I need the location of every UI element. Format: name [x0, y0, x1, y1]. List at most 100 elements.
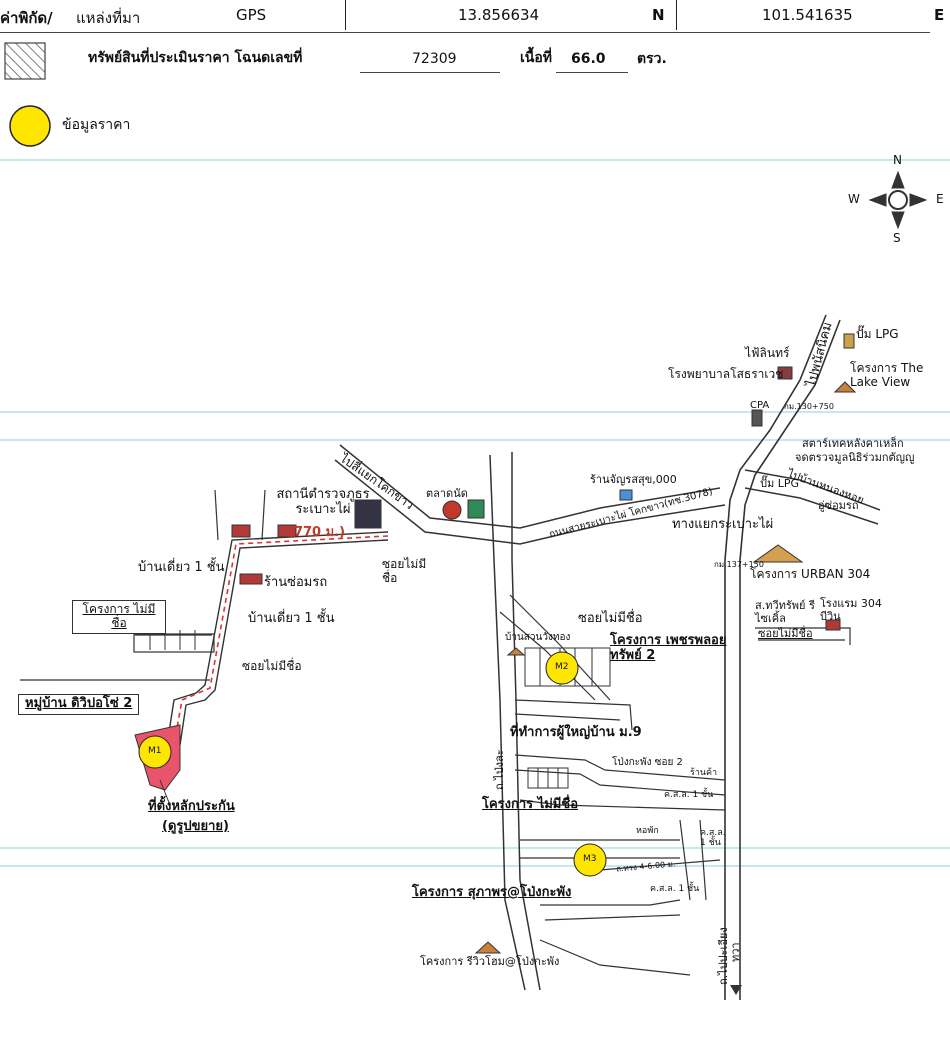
source-label: แหล่งที่มา	[76, 9, 141, 27]
village-label: หมู่บ้าน ดิวิปอโซ่ 2	[18, 694, 140, 715]
soi-unnamed-4-label: ซอยไม่มีชื่อ	[578, 611, 643, 626]
garden-house-label: บ้านสวนวังทอง	[505, 632, 571, 643]
building-icon	[277, 524, 297, 538]
soi-unnamed-3-label: ซอยไม่มีชื่อ	[758, 627, 813, 640]
compass-e: E	[936, 192, 944, 206]
house-1a-label: บ้านเดี่ยว 1 ชั้น	[138, 560, 225, 575]
center-project-grid	[527, 767, 569, 789]
hospital-label: โรงพยาบาลโสธราเวช	[668, 367, 784, 381]
area-value: 66.0	[571, 51, 606, 67]
steel-shop-label: สตาร์เทคหลังคาเหล็ก	[802, 437, 904, 450]
compass-s: S	[893, 231, 901, 245]
soi-unnamed-1-label: ซอยไม่มีชื่อ	[382, 557, 427, 585]
building-icon	[231, 524, 251, 538]
south-arrow-icon	[730, 985, 742, 995]
junction-label: ทางแยกระเบาะไผ่	[672, 517, 774, 532]
car-repair-east-label: อู่ซ่อมรถ	[818, 499, 859, 512]
distance-label: (770 ม.)	[288, 525, 346, 540]
highway-304	[724, 314, 841, 1000]
shop-100-label: ร้านจัญรสสุข,000	[590, 473, 677, 486]
cpa-label: CPA	[750, 400, 770, 411]
area-unit: ตรว.	[637, 51, 667, 67]
km-137-label: กม.137+150	[714, 560, 764, 569]
project-unnamed-center-label: โครงการ ไม่มีชื่อ	[482, 797, 578, 812]
dorm-label: หอพัก	[636, 826, 659, 836]
project-pet-label: โครงการ เพชรพลอยทรัพย์ 2	[610, 633, 727, 663]
car-icon	[239, 573, 263, 585]
header-divider	[676, 0, 677, 30]
longitude-value: 101.541635	[762, 6, 853, 24]
ks-1-label: ค.ส.ล. 1 ชั้น	[664, 790, 714, 800]
zoom-label: (ดูรูปขยาย)	[162, 819, 229, 834]
village-head-label: ที่ทำการผู้ใหญ่บ้าน ม.9	[510, 725, 642, 740]
center-minor-roads	[499, 594, 851, 976]
ks-2-label: ค.ส.ล. 1 ชั้น	[700, 828, 726, 849]
urban-304-label: โครงการ URBAN 304	[750, 567, 871, 581]
garden-house-icon	[506, 647, 526, 656]
road-west-access	[166, 531, 389, 746]
ks-3-label: ค.ส.ล. 1 ชั้น	[650, 884, 700, 894]
shop-label: ร้านค้า	[690, 768, 718, 778]
road-pong-label: ถ.ไป่งละ	[493, 749, 506, 790]
road-bang-hoi	[744, 469, 881, 525]
compass-rose-icon	[868, 170, 928, 230]
price-circle-legend-icon	[9, 105, 51, 147]
seven-eleven-icon	[467, 499, 485, 519]
power-station-label: ไฟ้ลินทร์	[745, 346, 790, 360]
header-underline	[0, 32, 930, 33]
deed-underline	[360, 72, 500, 73]
review-house-icon	[474, 941, 502, 954]
urban-house-icon	[752, 544, 804, 563]
road-3078	[334, 444, 726, 545]
compass-w: W	[848, 192, 860, 206]
collateral-label: ที่ตั้งหลักประกัน	[148, 799, 235, 814]
hatch-legend-icon	[4, 42, 46, 80]
coordinate-header: ค่าพิกัด/ แหล่งที่มา GPS 13.856634 N 101…	[0, 0, 950, 34]
latitude-dir: N	[652, 6, 665, 24]
police-station-icon	[354, 499, 382, 529]
house-icon	[833, 381, 857, 393]
hotel-304-label: โรงแรม 304 บีวิน	[820, 597, 882, 623]
lpg-pump-label: ปั๊ม LPG	[856, 327, 899, 341]
longitude-dir: E	[934, 6, 945, 24]
m3-label: M3	[583, 854, 597, 864]
m2-label: M2	[555, 662, 569, 672]
latitude-value: 13.856634	[458, 6, 540, 24]
soi-2-label: โป่งกะพัง ซอย 2	[612, 757, 683, 768]
fuel-pump-icon	[843, 333, 855, 349]
area-label: เนื้อที่	[520, 50, 552, 66]
seal-shop-label: จดตรวจมูลนิธิร่วมกตัญญู	[795, 451, 915, 464]
hotel-icon	[825, 619, 841, 631]
road-wa-label: ทวา	[729, 942, 742, 962]
m2-marker	[545, 651, 579, 685]
scan-lines	[0, 159, 950, 867]
fresh-market-label: ตลาดนัด	[426, 487, 468, 500]
lpg-station-label: ปั๊ม LPG	[760, 477, 800, 490]
car-repair-west-label: ร้านซ่อมรถ	[264, 575, 328, 590]
shop-icon	[619, 489, 633, 501]
project-unnamed-west-label: โครงการ ไม่มีชื่อ	[72, 600, 166, 634]
soi-unnamed-2-label: ซอยไม่มีชื่อ	[242, 659, 302, 673]
market-icon	[442, 500, 462, 520]
deed-number: 72309	[412, 51, 457, 67]
km-130-label: กม.130+750	[784, 402, 834, 411]
cpa-icon	[751, 409, 763, 427]
source-value: GPS	[236, 6, 267, 24]
s-thaweesap-label: ส.ทวีทรัพย์ รีไซเคิ้ล	[755, 599, 815, 625]
project-review-label: โครงการ รีวิวโฮม@โป่งกะพัง	[420, 955, 560, 968]
hospital-icon	[777, 366, 793, 380]
road-central	[489, 452, 541, 991]
police-label: สถานีตำรวจภูธร ระเบาะไผ่	[276, 487, 370, 517]
route-dashed-line	[173, 535, 389, 746]
price-legend-label: ข้อมูลราคา	[62, 117, 131, 133]
header-divider	[345, 0, 346, 30]
house-1b-label: บ้านเดี่ยว 1 ชั้น	[248, 611, 335, 626]
m1-marker	[138, 735, 172, 769]
landmark-icons	[231, 333, 857, 954]
hatch-legend-label: ทรัพย์สินที่ประเมินราคา โฉนดเลขที่	[88, 50, 303, 66]
m1-label: M1	[148, 746, 162, 756]
area-underline	[556, 72, 628, 73]
west-minor-roads	[20, 489, 266, 681]
project-suphap-label: โครงการ สุภาพร@โป่งกะพัง	[412, 885, 572, 900]
